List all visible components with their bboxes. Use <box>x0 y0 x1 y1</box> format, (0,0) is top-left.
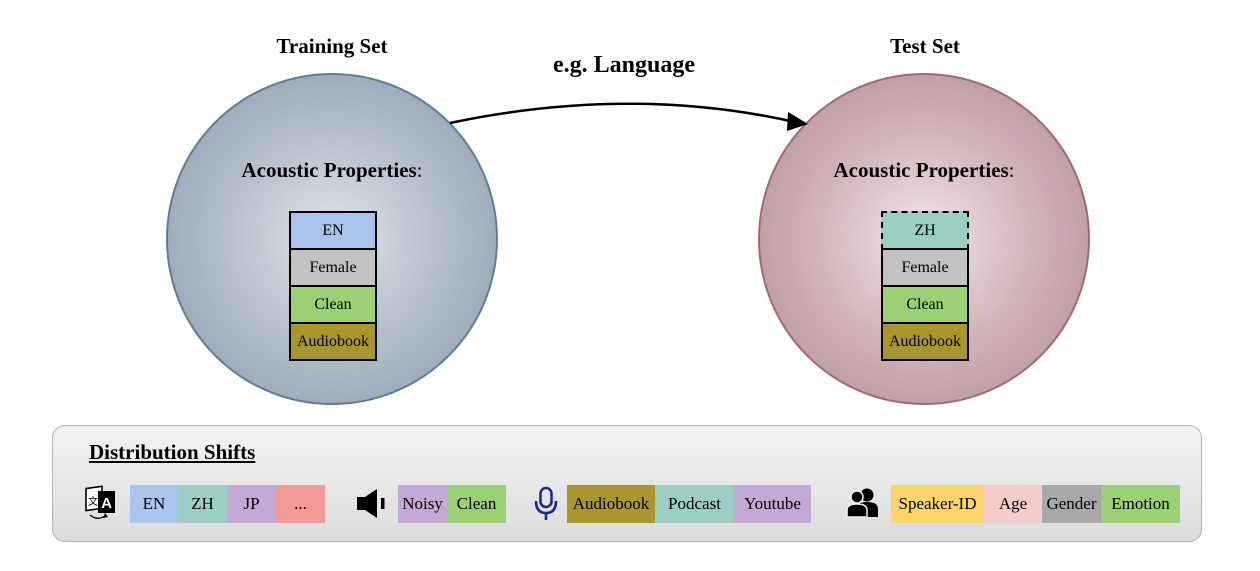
training-set-title: Training Set <box>276 34 388 58</box>
shift-chip: ... <box>276 485 325 523</box>
shift-chip: JP <box>227 485 276 523</box>
training-property-block: Female <box>289 248 377 287</box>
test-property-block: Audiobook <box>881 322 969 361</box>
test-property-block: Clean <box>881 285 969 324</box>
shift-chip: Gender <box>1042 485 1101 523</box>
microphone-icon <box>534 486 558 520</box>
shift-chip: Emotion <box>1101 485 1180 523</box>
svg-text:文: 文 <box>88 495 98 508</box>
shift-chip: Speaker-ID <box>891 485 984 523</box>
test-props-label: Acoustic Properties: <box>833 158 1015 182</box>
test-property-block: ZH <box>881 211 969 250</box>
shift-chip: EN <box>130 485 178 523</box>
shift-chip: ZH <box>178 485 227 523</box>
shift-chip: Youtube <box>734 485 811 523</box>
training-property-block: Audiobook <box>289 322 377 361</box>
shift-chip: Podcast <box>655 485 734 523</box>
shift-chip: Age <box>984 485 1042 523</box>
arrow-label: e.g. Language <box>552 52 695 78</box>
svg-text:A: A <box>101 495 112 512</box>
shift-chip: Noisy <box>398 485 447 523</box>
training-property-block: EN <box>289 211 377 250</box>
translate-icon: A 文 <box>85 485 115 519</box>
test-property-block: Female <box>881 248 969 287</box>
shift-chip: Audiobook <box>567 485 655 523</box>
test-set-title: Test Set <box>890 34 960 58</box>
people-icon <box>846 488 878 518</box>
speaker-icon <box>357 489 385 518</box>
distribution-shifts-title: Distribution Shifts <box>89 440 256 464</box>
training-props-label: Acoustic Properties: <box>241 158 423 182</box>
training-property-block: Clean <box>289 285 377 324</box>
shift-chip: Clean <box>447 485 506 523</box>
